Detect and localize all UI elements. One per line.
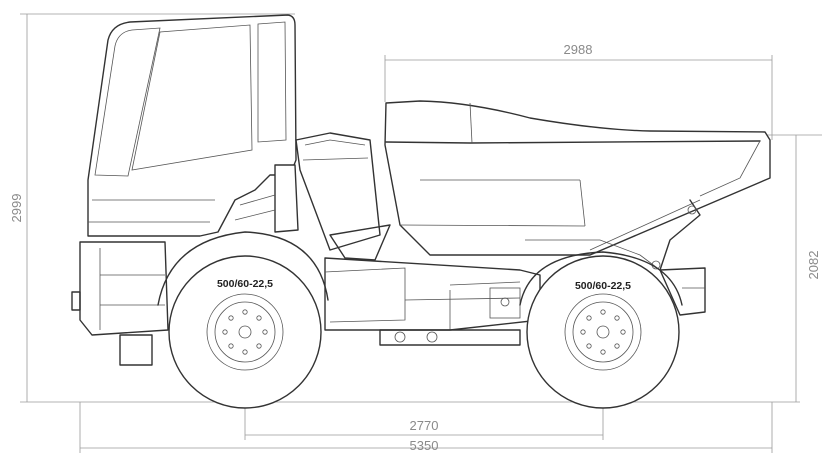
- dimension-lines: [20, 13, 822, 453]
- dim-wheelbase: 2770: [410, 418, 439, 433]
- dim-overall-length: 5350: [410, 438, 439, 453]
- rear-tire-label: 500/60-22,5: [575, 280, 631, 292]
- dim-body-height: 2082: [806, 251, 821, 280]
- dim-overall-height: 2999: [9, 194, 24, 223]
- engine-and-frame: [71, 132, 706, 366]
- cab: [87, 14, 297, 237]
- dim-body-length: 2988: [564, 42, 593, 57]
- rear-wheel: 500/60-22,5: [519, 251, 683, 409]
- front-tire-label: 500/60-22,5: [217, 278, 273, 290]
- front-wheel: 500/60-22,5: [157, 231, 329, 409]
- dump-body: [384, 100, 771, 271]
- dimension-labels: 2988 2999 2082 2770 5350: [9, 42, 821, 453]
